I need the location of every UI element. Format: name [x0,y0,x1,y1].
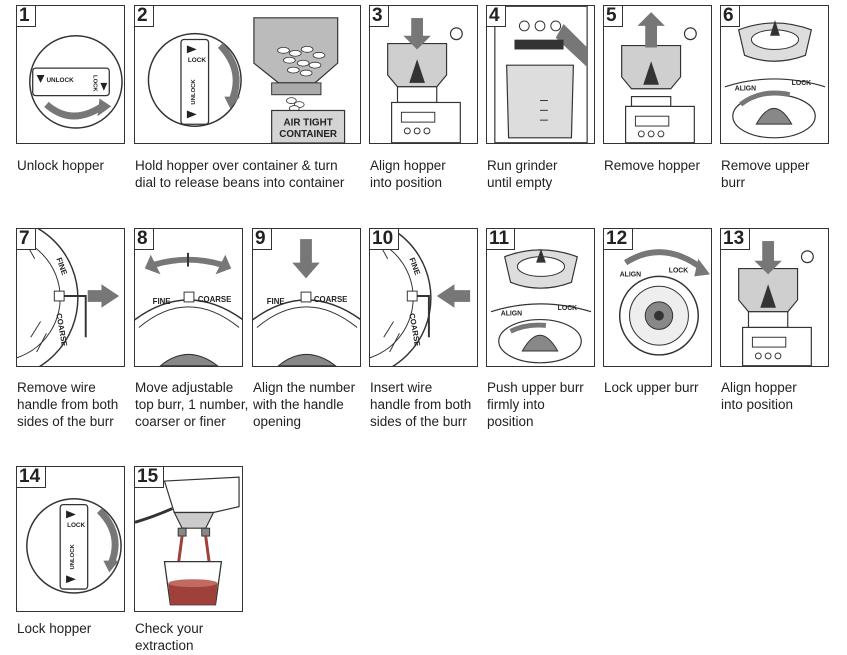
dial-lock-label: LOCK [188,57,206,64]
step-6-caption: Remove upper burr [721,158,810,190]
step-1-caption: Unlock hopper [17,158,105,173]
fine-label: FINE [153,297,171,306]
step-14-panel: 14 LOCK UNLOCK [16,466,125,612]
run-grinder-illustration [494,6,588,143]
step-10-panel: 10 FINE COARSE [369,228,478,367]
step-8-caption: Move adjustable top burr, 1 number, coar… [135,380,249,429]
step-number: 5 [604,6,623,27]
remove-hopper-illustration [621,12,697,143]
step-3-caption: Align hopper into position [370,158,446,190]
step-number: 3 [370,6,389,27]
dial-unlock-label: UNLOCK [191,79,197,105]
step-6-panel: 6 ALIGN LOCK [720,5,829,144]
dial-unlock-label: UNLOCK [46,77,74,84]
lock-upper-burr-illustration: ALIGN LOCK [618,249,711,356]
step-8-panel: 8 FINE COARSE [134,228,243,367]
step-3-panel: 3 [369,5,478,144]
step-7-caption: Remove wire handle from both sides of th… [17,380,119,429]
hopper-dial-unlock-illustration: UNLOCK LOCK [29,34,123,129]
grinder-align-hopper-illustration [387,18,463,143]
step-11-panel: 11 ALIGN LOCK [486,228,595,367]
dial-lock-label: LOCK [92,75,98,92]
release-beans-illustration: LOCK UNLOCK AIR TIGHT CONTAINER [147,17,346,143]
step-number: 10 [370,229,400,250]
step-number: 12 [604,229,634,250]
step-11-caption: Push upper burr firmly into position [487,380,584,429]
container-label-1: AIR TIGHT [284,117,333,128]
lock-label: LOCK [792,80,811,87]
push-upper-burr-illustration: ALIGN LOCK [490,248,592,364]
step-4-caption: Run grinder until empty [487,158,558,190]
extraction-illustration [135,476,240,606]
adjust-top-burr-illustration: FINE COARSE [135,252,242,366]
step-10-caption: Insert wire handle from both sides of th… [370,380,472,429]
align-number-illustration: FINE COARSE [253,239,360,366]
step-2-panel: 2 LOCK UNLOCK AIR TIGHT CONTAINER [134,5,361,144]
step-7-panel: 7 FINE COARSE [16,228,125,367]
insert-wire-handle-illustration: FINE COARSE [370,229,471,366]
step-number: 6 [721,6,740,27]
step-4-panel: 4 [486,5,595,144]
step-9-panel: 9 FINE COARSE [252,228,361,367]
step-number: 15 [135,467,165,488]
step-5-panel: 5 [603,5,712,144]
step-number: 8 [135,229,154,250]
coarse-label: COARSE [314,295,348,304]
step-12-caption: Lock upper burr [604,380,699,395]
step-9-caption: Align the number with the handle opening [253,380,356,429]
align-label: ALIGN [735,86,756,93]
align-label: ALIGN [620,271,641,278]
step-number: 7 [17,229,36,250]
step-13-panel: 13 [720,228,829,367]
step-number: 14 [17,467,47,488]
step-number: 4 [487,6,506,27]
lock-label: LOCK [558,305,577,312]
step-number: 13 [721,229,751,250]
step-number: 9 [253,229,272,250]
step-12-panel: 12 ALIGN LOCK [603,228,712,367]
container-label-2: CONTAINER [279,129,337,140]
step-number: 1 [17,6,36,27]
step-1-panel: 1 UNLOCK LOCK [16,5,125,144]
dial-lock-label: LOCK [67,522,85,529]
dial-unlock-label: UNLOCK [70,544,76,570]
lock-label: LOCK [669,267,688,274]
step-number: 11 [487,229,516,250]
step-number: 2 [135,6,154,27]
step-15-panel: 15 [134,466,243,612]
grinder-align-hopper-illustration [738,241,814,366]
step-15-caption: Check your extraction [135,621,204,653]
remove-wire-handle-illustration: FINE COARSE [17,229,120,366]
step-13-caption: Align hopper into position [721,380,797,412]
step-5-caption: Remove hopper [604,158,701,173]
align-label: ALIGN [501,311,522,318]
step-14-caption: Lock hopper [17,621,92,636]
hopper-dial-lock-illustration: LOCK UNLOCK [26,498,122,594]
step-2-caption: Hold hopper over container & turn dial t… [135,158,345,190]
remove-upper-burr-illustration: ALIGN LOCK [724,20,826,139]
fine-label: FINE [267,297,285,306]
coarse-label: COARSE [198,295,232,304]
